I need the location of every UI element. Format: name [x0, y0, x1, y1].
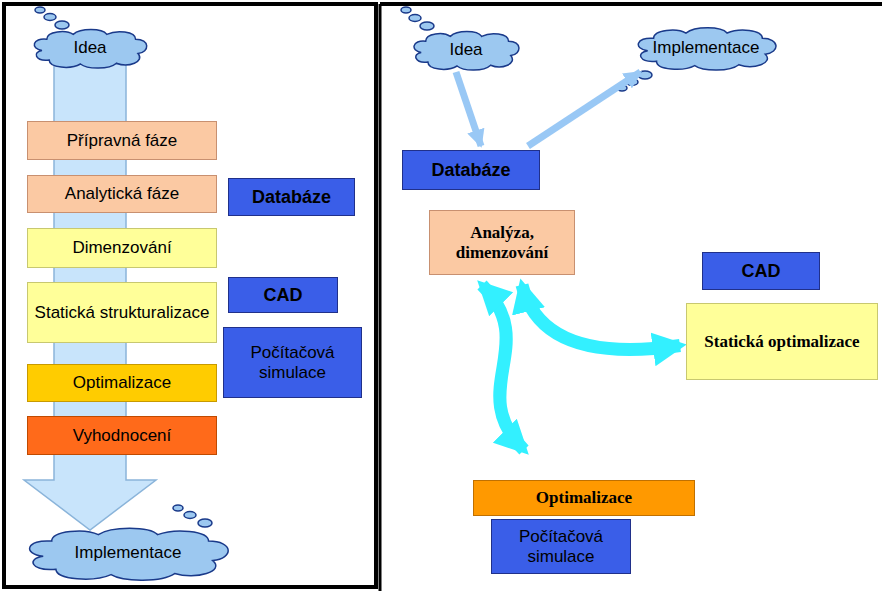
- node-label: Přípravná fáze: [67, 131, 178, 151]
- phase-box: Dimenzování: [27, 228, 217, 268]
- feedback-arrow: [482, 285, 524, 450]
- node-label: Implementace: [653, 38, 760, 58]
- node-label: Idea: [73, 38, 106, 58]
- node-label: Analytická fáze: [65, 184, 179, 204]
- node-label: Optimalizace: [73, 373, 171, 393]
- tool-box: Počítačová simulace: [223, 327, 362, 398]
- tool-box: Počítačová simulace: [491, 519, 631, 574]
- phase-box: Statická strukturalizace: [27, 282, 217, 343]
- node-label: Databáze: [252, 187, 331, 208]
- phase-box: Přípravná fáze: [27, 121, 217, 160]
- tool-box: CAD: [228, 277, 338, 313]
- feedback-arrow: [522, 285, 680, 349]
- node-label: Vyhodnocení: [73, 426, 172, 446]
- implementation-cloud: Implementace: [22, 526, 234, 580]
- phase-box: Optimalizace: [473, 480, 695, 516]
- flow-arrow: [456, 72, 481, 146]
- tool-box: Databáze: [402, 150, 540, 190]
- node-label: Počítačová simulace: [492, 527, 630, 566]
- tool-box: CAD: [702, 252, 820, 290]
- node-label: Statická strukturalizace: [35, 303, 210, 323]
- node-label: Implementace: [75, 543, 182, 563]
- implementation-cloud: Implementace: [633, 26, 780, 70]
- idea-cloud: Idea: [410, 30, 522, 70]
- phase-box: Vyhodnocení: [27, 416, 217, 455]
- node-label: Dimenzování: [72, 238, 171, 258]
- phase-box: Analytická fáze: [27, 175, 217, 213]
- node-label: Statická optimalizace: [704, 332, 859, 352]
- node-label: CAD: [264, 285, 303, 306]
- node-label: Analýza, dimenzování: [430, 223, 574, 262]
- phase-box: Analýza, dimenzování: [429, 210, 575, 275]
- node-label: Databáze: [431, 160, 510, 181]
- tool-box: Databáze: [228, 178, 355, 216]
- flow-arrow: [528, 72, 641, 146]
- node-label: Idea: [449, 40, 482, 60]
- phase-box: Statická optimalizace: [686, 303, 878, 380]
- phase-box: Optimalizace: [27, 364, 217, 402]
- idea-cloud: Idea: [30, 28, 150, 68]
- node-label: CAD: [742, 261, 781, 282]
- node-label: Optimalizace: [536, 488, 632, 508]
- node-label: Počítačová simulace: [224, 343, 361, 382]
